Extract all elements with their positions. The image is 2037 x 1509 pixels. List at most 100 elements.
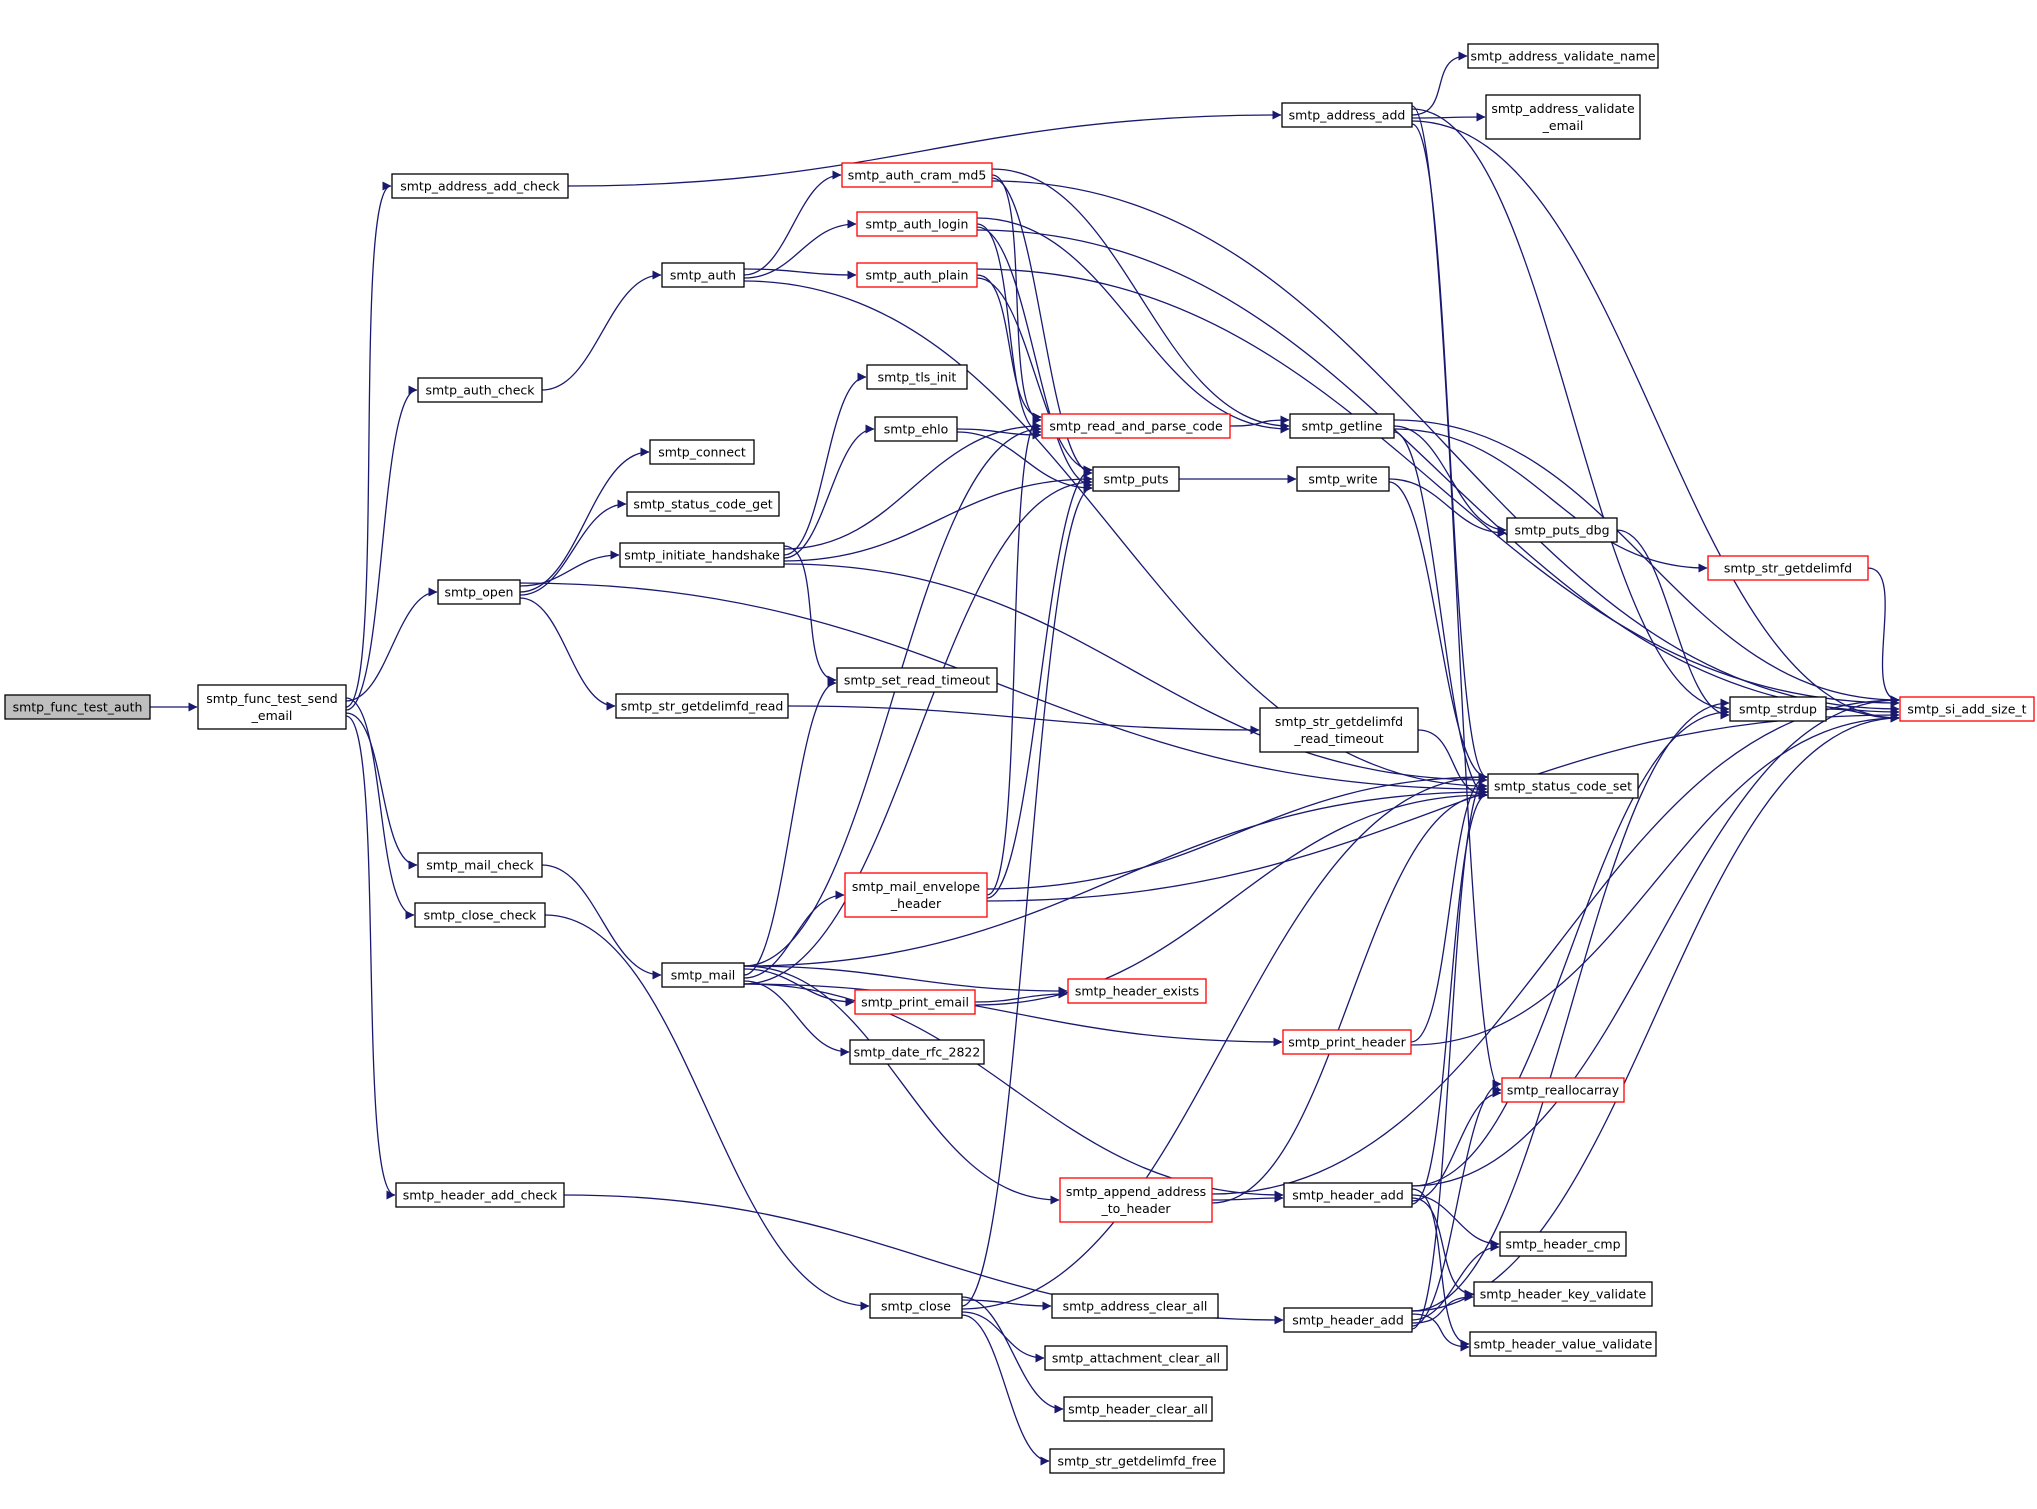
node-auth-plain[interactable]: smtp_auth_plain: [856, 262, 978, 288]
node-write[interactable]: smtp_write: [1296, 466, 1390, 492]
node-box[interactable]: [417, 852, 543, 878]
node-tls-init[interactable]: smtp_tls_init: [866, 364, 968, 390]
node-box[interactable]: [1092, 466, 1180, 492]
node-header-clear-all[interactable]: smtp_header_clear_all: [1063, 1396, 1213, 1422]
node-box[interactable]: [1289, 413, 1395, 439]
node-box[interactable]: [1469, 1331, 1657, 1357]
node-ehlo[interactable]: smtp_ehlo: [874, 416, 958, 442]
node-box[interactable]: [1282, 1029, 1412, 1055]
node-header-cmp[interactable]: smtp_header_cmp: [1499, 1231, 1627, 1257]
node-status-code-set[interactable]: smtp_status_code_set: [1487, 773, 1639, 799]
node-address-add-check[interactable]: smtp_address_add_check: [391, 173, 569, 199]
node-box[interactable]: [1485, 94, 1641, 140]
node-header-key-validate[interactable]: smtp_header_key_validate: [1473, 1281, 1653, 1307]
node-box[interactable]: [649, 439, 755, 465]
node-box[interactable]: [866, 364, 968, 390]
node-header-exists[interactable]: smtp_header_exists: [1067, 978, 1207, 1004]
node-box[interactable]: [395, 1182, 565, 1208]
node-box[interactable]: [1281, 102, 1413, 128]
node-box[interactable]: [1041, 413, 1231, 439]
node-append-address-to-header[interactable]: smtp_append_address_to_header: [1059, 1177, 1213, 1223]
node-mail-envelope-header[interactable]: smtp_mail_envelope_header: [844, 872, 988, 918]
node-mail[interactable]: smtp_mail: [661, 962, 745, 988]
node-str-getdelimfd-read[interactable]: smtp_str_getdelimfd_read: [615, 693, 789, 719]
node-box[interactable]: [1501, 1077, 1625, 1103]
node-box[interactable]: [1467, 43, 1659, 69]
node-close-check[interactable]: smtp_close_check: [414, 902, 546, 928]
node-box[interactable]: [437, 579, 521, 605]
node-box[interactable]: [1283, 1182, 1413, 1208]
node-box[interactable]: [1296, 466, 1390, 492]
node-box[interactable]: [1259, 707, 1419, 753]
node-puts[interactable]: smtp_puts: [1092, 466, 1180, 492]
node-box[interactable]: [874, 416, 958, 442]
node-box[interactable]: [1049, 1448, 1225, 1474]
node-puts-dbg[interactable]: smtp_puts_dbg: [1506, 517, 1618, 543]
node-box[interactable]: [869, 1293, 963, 1319]
node-print-header[interactable]: smtp_print_header: [1282, 1029, 1412, 1055]
node-box[interactable]: [844, 872, 988, 918]
node-box[interactable]: [1487, 773, 1639, 799]
node-box[interactable]: [615, 693, 789, 719]
node-box[interactable]: [1707, 555, 1869, 581]
node-auth-login[interactable]: smtp_auth_login: [856, 211, 978, 237]
node-box[interactable]: [391, 173, 569, 199]
node-address-validate-name[interactable]: smtp_address_validate_name: [1467, 43, 1659, 69]
node-box[interactable]: [1051, 1293, 1219, 1319]
node-open[interactable]: smtp_open: [437, 579, 521, 605]
node-close[interactable]: smtp_close: [869, 1293, 963, 1319]
node-box[interactable]: [836, 667, 998, 693]
node-header-add-b[interactable]: smtp_header_add: [1283, 1307, 1413, 1333]
node-str-getdelimfd[interactable]: smtp_str_getdelimfd: [1707, 555, 1869, 581]
node-str-getdelimfd-read-timeout[interactable]: smtp_str_getdelimfd_read_timeout: [1259, 707, 1419, 753]
node-initiate-handshake[interactable]: smtp_initiate_handshake: [619, 542, 785, 568]
node-auth[interactable]: smtp_auth: [661, 262, 745, 288]
node-strdup[interactable]: smtp_strdup: [1729, 696, 1827, 722]
node-box[interactable]: [1063, 1396, 1213, 1422]
node-box[interactable]: [1729, 696, 1827, 722]
node-si-add-size-t[interactable]: smtp_si_add_size_t: [1899, 696, 2035, 722]
node-box[interactable]: [849, 1039, 985, 1065]
node-status-code-get[interactable]: smtp_status_code_get: [626, 491, 780, 517]
node-box[interactable]: [1059, 1177, 1213, 1223]
node-connect[interactable]: smtp_connect: [649, 439, 755, 465]
node-box[interactable]: [414, 902, 546, 928]
node-box[interactable]: [1044, 1345, 1228, 1371]
node-box[interactable]: [1899, 696, 2035, 722]
node-set-read-timeout[interactable]: smtp_set_read_timeout: [836, 667, 998, 693]
node-str-getdelimfd-free[interactable]: smtp_str_getdelimfd_free: [1049, 1448, 1225, 1474]
node-box[interactable]: [1506, 517, 1618, 543]
node-header-add-a[interactable]: smtp_header_add: [1283, 1182, 1413, 1208]
node-read-and-parse-code[interactable]: smtp_read_and_parse_code: [1041, 413, 1231, 439]
node-reallocarray[interactable]: smtp_reallocarray: [1501, 1077, 1625, 1103]
node-address-clear-all[interactable]: smtp_address_clear_all: [1051, 1293, 1219, 1319]
node-box[interactable]: [661, 262, 745, 288]
node-mail-check[interactable]: smtp_mail_check: [417, 852, 543, 878]
node-box[interactable]: [841, 162, 993, 188]
node-getline[interactable]: smtp_getline: [1289, 413, 1395, 439]
node-func-test-auth[interactable]: smtp_func_test_auth: [4, 694, 151, 720]
node-print-email[interactable]: smtp_print_email: [854, 989, 976, 1015]
node-box[interactable]: [661, 962, 745, 988]
node-box[interactable]: [1499, 1231, 1627, 1257]
node-box[interactable]: [856, 262, 978, 288]
node-box[interactable]: [197, 684, 347, 730]
node-box[interactable]: [4, 694, 151, 720]
node-attachment-clear-all[interactable]: smtp_attachment_clear_all: [1044, 1345, 1228, 1371]
node-box[interactable]: [619, 542, 785, 568]
node-box[interactable]: [1473, 1281, 1653, 1307]
node-address-add[interactable]: smtp_address_add: [1281, 102, 1413, 128]
node-date-rfc-2822[interactable]: smtp_date_rfc_2822: [849, 1039, 985, 1065]
node-box[interactable]: [854, 989, 976, 1015]
node-box[interactable]: [626, 491, 780, 517]
node-func-test-send-email[interactable]: smtp_func_test_send_email: [197, 684, 347, 730]
node-auth-cram-md5[interactable]: smtp_auth_cram_md5: [841, 162, 993, 188]
node-auth-check[interactable]: smtp_auth_check: [417, 377, 543, 403]
node-box[interactable]: [1283, 1307, 1413, 1333]
node-box[interactable]: [856, 211, 978, 237]
node-header-add-check[interactable]: smtp_header_add_check: [395, 1182, 565, 1208]
node-box[interactable]: [417, 377, 543, 403]
node-box[interactable]: [1067, 978, 1207, 1004]
node-address-validate-email[interactable]: smtp_address_validate_email: [1485, 94, 1641, 140]
node-header-value-validate[interactable]: smtp_header_value_validate: [1469, 1331, 1657, 1357]
